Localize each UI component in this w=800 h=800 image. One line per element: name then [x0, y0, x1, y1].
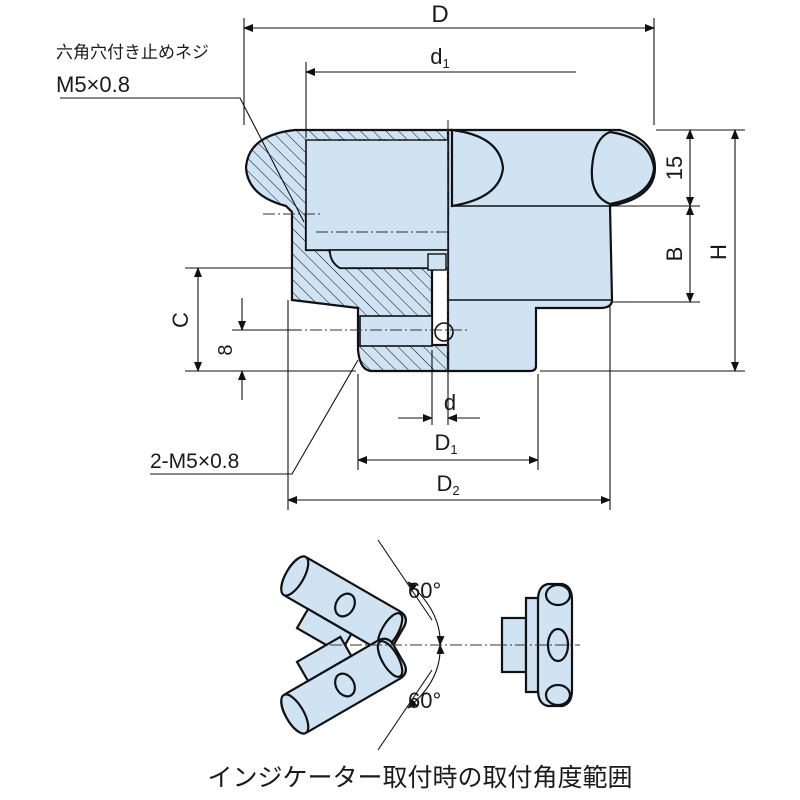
- knob-section-view: [244, 120, 657, 380]
- dim-D-label: D: [431, 1, 448, 28]
- grip-lobe-center: [450, 128, 505, 208]
- drawing-title: インジケーター取付時の取付角度範囲: [207, 764, 632, 792]
- dim-8-label: 8: [215, 344, 237, 355]
- setscrew-note-line2: M5×0.8: [56, 72, 130, 97]
- dim-d1-label: d1: [430, 44, 449, 71]
- setscrew-note-line1: 六角穴付き止めネジ: [56, 43, 209, 62]
- bore: [305, 139, 449, 251]
- dimensions: [60, 18, 745, 510]
- angle-upper-label: 60°: [408, 578, 441, 603]
- dim-H-label: H: [706, 244, 731, 260]
- angle-lower-label: 60°: [408, 688, 441, 713]
- dim-B-label: B: [662, 247, 687, 262]
- tapped-holes-note: 2-M5×0.8: [150, 450, 239, 473]
- knob-side-view: [495, 582, 580, 708]
- grip-lobe-right: [590, 130, 656, 206]
- indicator-angle-view: [280, 539, 505, 751]
- setscrew: [427, 253, 447, 271]
- dim-C-label: C: [168, 312, 193, 328]
- dim-D1-label: D1: [434, 430, 457, 457]
- dim-d-label: d: [444, 390, 456, 415]
- dim-D2-label: D2: [436, 471, 459, 498]
- dim-15-label: 15: [662, 156, 687, 180]
